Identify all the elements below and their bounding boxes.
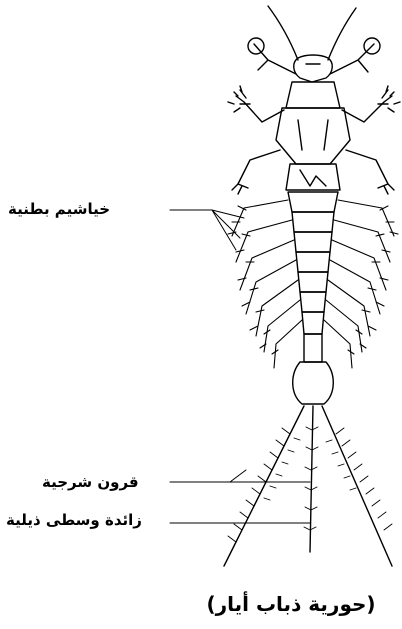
hind-leg-left: [238, 150, 280, 188]
hind-leg-right: [346, 150, 388, 188]
mid-leg-right: [342, 102, 384, 122]
antenna-right: [328, 8, 356, 60]
label-caudal-filament: زائدة وسطى ذيلية: [6, 511, 168, 529]
leader-cerci: [170, 470, 310, 482]
front-leg-left: [254, 44, 296, 74]
label-cerci: قرون شرجية: [42, 473, 168, 491]
mid-leg-left: [244, 102, 284, 122]
pronotum: [286, 82, 340, 108]
antenna-left: [268, 6, 298, 60]
gills-left: [228, 200, 302, 368]
front-leg-right: [330, 44, 374, 74]
mesothorax: [276, 108, 350, 164]
gills-right: [324, 200, 398, 368]
figure-caption: (حورية ذباب أيار): [196, 592, 386, 616]
label-abdominal-gills: خياشيم بطنية: [8, 200, 168, 218]
metathorax: [286, 164, 340, 190]
head: [294, 55, 333, 82]
abdomen: [288, 192, 338, 404]
leader-lines: [170, 210, 310, 523]
cercus-right: [322, 406, 392, 566]
leader-gills: [170, 210, 244, 250]
